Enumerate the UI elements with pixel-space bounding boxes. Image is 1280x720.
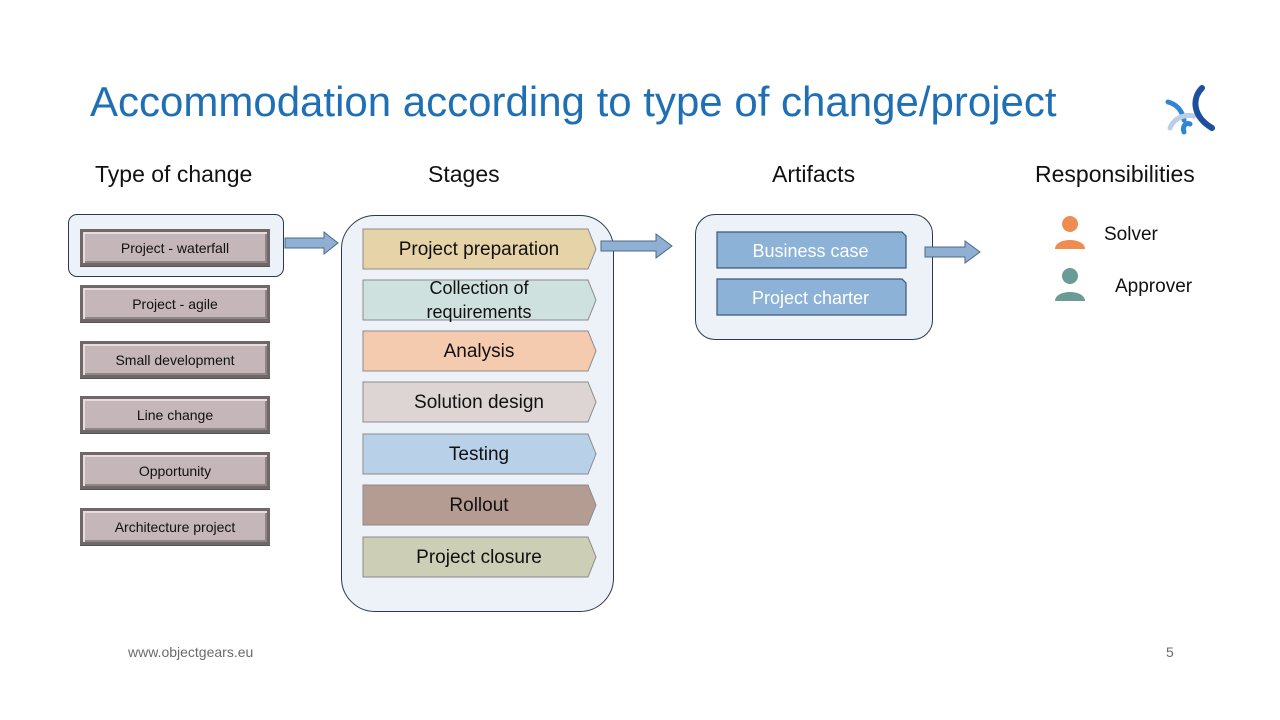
- stage-project-closure[interactable]: Project closure: [416, 546, 542, 568]
- header-artifacts: Artifacts: [772, 161, 856, 187]
- responsibility-approver: Approver: [1115, 276, 1193, 297]
- arrow-to-artifacts: [600, 233, 673, 259]
- stage-chevron: [362, 330, 597, 372]
- change-project-agile[interactable]: Project - agile: [80, 285, 270, 322]
- stage-chevron: [362, 484, 597, 526]
- change-project-waterfall[interactable]: Project - waterfall: [80, 229, 270, 266]
- arrow-to-responsibilities: [924, 240, 981, 264]
- responsibility-solver: Solver: [1104, 224, 1158, 245]
- page-title: Accommodation according to type of chang…: [90, 78, 1057, 125]
- change-small-development[interactable]: Small development: [80, 341, 270, 378]
- artifact-shapes: [716, 231, 907, 316]
- stage-collection-of-requirements[interactable]: Collection of requirements: [426, 278, 532, 322]
- header-stages: Stages: [428, 161, 500, 187]
- stage-chevron: [362, 433, 597, 475]
- change-opportunity[interactable]: Opportunity: [80, 452, 270, 489]
- change-line-change[interactable]: Line change: [80, 396, 270, 433]
- approver-person-icon: [1055, 268, 1085, 301]
- stage-chevron: [362, 536, 597, 578]
- stage-testing[interactable]: Testing: [448, 443, 510, 465]
- artifact-business-case[interactable]: Business case: [752, 240, 869, 261]
- footer-website: www.objectgears.eu: [128, 644, 254, 660]
- stage-chevron: [362, 228, 597, 270]
- solver-person-icon: [1055, 216, 1085, 249]
- stage-chevron: [362, 381, 597, 423]
- header-type-of-change: Type of change: [95, 161, 253, 187]
- change-architecture-project[interactable]: Architecture project: [80, 508, 270, 545]
- stage-solution-design[interactable]: Solution design: [414, 391, 544, 413]
- header-responsibilities: Responsibilities: [1035, 161, 1195, 187]
- stage-shapes: [362, 228, 597, 578]
- page-number: 5: [1166, 644, 1174, 660]
- objectgears-logo: [1165, 85, 1215, 135]
- artifact-project-charter[interactable]: Project charter: [751, 287, 870, 308]
- arrow-to-stages: [284, 230, 339, 256]
- stage-rollout[interactable]: Rollout: [449, 494, 509, 516]
- stage-chevron: [362, 279, 597, 321]
- stage-project-preparation[interactable]: Project preparation: [398, 238, 560, 260]
- stage-analysis[interactable]: Analysis: [443, 340, 515, 362]
